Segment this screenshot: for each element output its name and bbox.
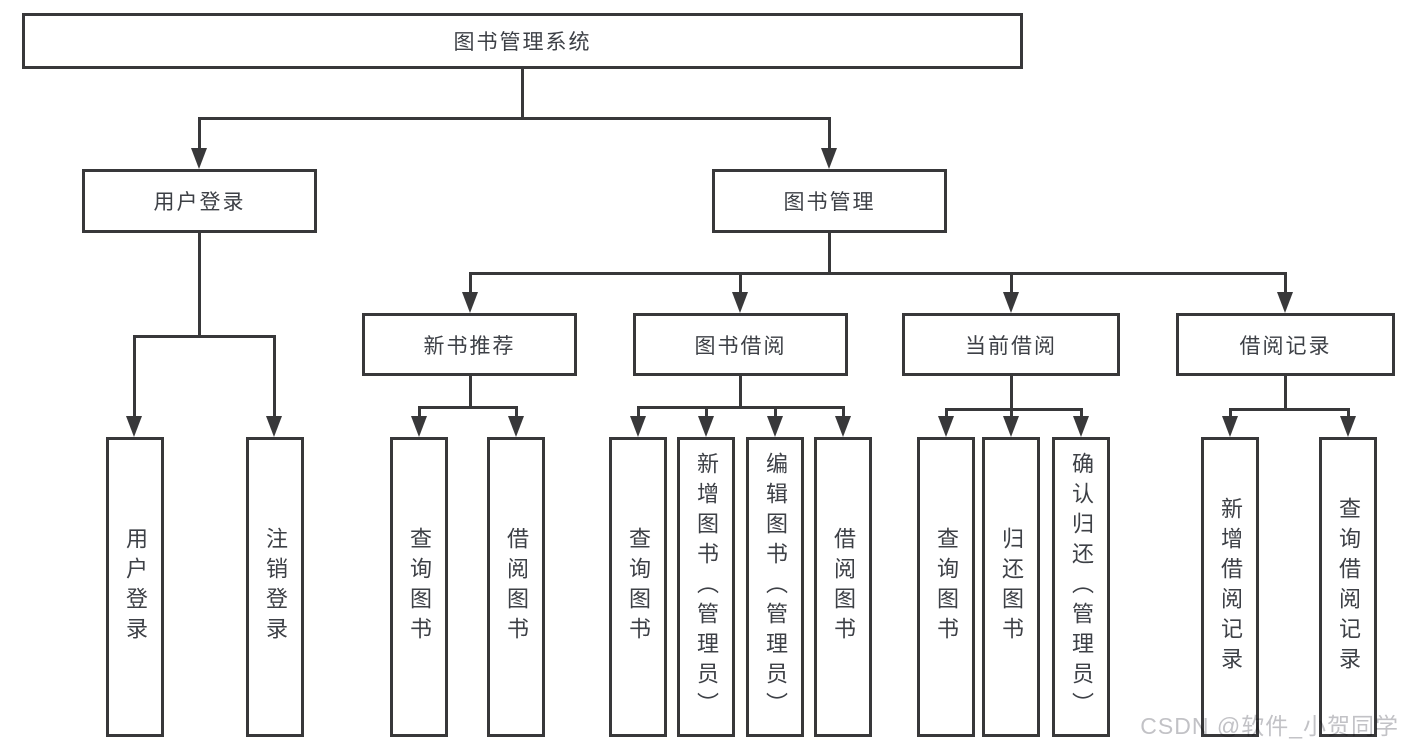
- node-label: 借阅图书: [504, 527, 529, 647]
- node-label: 编辑图书（管理员）: [763, 452, 788, 722]
- node-label: 查询借阅记录: [1336, 497, 1361, 677]
- connector-line: [417, 405, 518, 409]
- node-label: 新书推荐: [423, 334, 516, 358]
- connector-line: [197, 116, 201, 154]
- arrowhead-down-icon: [697, 416, 714, 437]
- arrowhead-down-icon: [1002, 416, 1019, 437]
- connector-line: [468, 271, 472, 298]
- node-leaf-query-borrow-record: 查询借阅记录: [1319, 437, 1377, 737]
- node-label: 确认归还（管理员）: [1069, 452, 1094, 722]
- node-label: 新增图书（管理员）: [694, 452, 719, 722]
- connector-line: [738, 271, 742, 298]
- connector-line: [944, 407, 1083, 411]
- node-label: 注销登录: [263, 527, 288, 647]
- node-leaf-borrow-books-b: 借阅图书: [814, 437, 872, 737]
- node-label: 用户登录: [153, 191, 246, 214]
- arrowhead-down-icon: [766, 416, 783, 437]
- connector-line: [944, 407, 948, 422]
- connector-line: [468, 271, 1287, 275]
- node-label: 图书借阅: [694, 334, 787, 358]
- connector-line: [417, 405, 421, 422]
- connector-line: [514, 405, 518, 422]
- arrowhead-down-icon: [125, 416, 142, 437]
- node-branch-book-management: 图书管理: [712, 169, 947, 233]
- arrowhead-down-icon: [507, 416, 524, 437]
- arrowhead-down-icon: [937, 416, 954, 437]
- node-leaf-borrow-books-a: 借阅图书: [487, 437, 545, 737]
- connector-line: [636, 405, 640, 422]
- node-label: 归还图书: [999, 527, 1024, 647]
- node-label: 借阅记录: [1239, 334, 1332, 358]
- node-label: 图书管理系统: [453, 31, 592, 54]
- node-label: 查询图书: [407, 527, 432, 647]
- node-label: 查询图书: [626, 527, 651, 647]
- connector-line: [773, 405, 777, 422]
- arrowhead-down-icon: [265, 416, 282, 437]
- connector-line: [272, 334, 276, 422]
- node-label: 新增借阅记录: [1218, 497, 1243, 677]
- node-leaf-query-books-a: 查询图书: [390, 437, 448, 737]
- connector-line: [468, 374, 472, 409]
- connector-line: [132, 334, 276, 338]
- arrowhead-down-icon: [461, 292, 478, 313]
- node-group-current-borrowing: 当前借阅: [902, 313, 1120, 376]
- connector-line: [1283, 271, 1287, 298]
- connector-line: [738, 374, 742, 409]
- connector-line: [520, 67, 524, 120]
- node-leaf-logout-login: 注销登录: [246, 437, 304, 737]
- node-label: 借阅图书: [831, 527, 856, 647]
- node-group-new-book-recommend: 新书推荐: [362, 313, 577, 376]
- arrowhead-down-icon: [834, 416, 851, 437]
- node-group-book-borrowing: 图书借阅: [633, 313, 848, 376]
- node-leaf-query-books-b: 查询图书: [609, 437, 667, 737]
- connector-line: [1283, 374, 1287, 411]
- connector-line: [197, 116, 831, 120]
- connector-line: [1009, 374, 1013, 411]
- arrowhead-down-icon: [1002, 292, 1019, 313]
- node-label: 查询图书: [934, 527, 959, 647]
- node-label: 用户登录: [123, 527, 148, 647]
- node-group-borrowing-records: 借阅记录: [1176, 313, 1395, 376]
- arrowhead-down-icon: [190, 148, 207, 169]
- node-leaf-edit-books-admin: 编辑图书（管理员）: [746, 437, 804, 737]
- node-branch-user-login: 用户登录: [82, 169, 317, 233]
- node-label: 图书管理: [783, 191, 876, 214]
- connector-line: [1228, 407, 1350, 411]
- arrowhead-down-icon: [629, 416, 646, 437]
- connector-line: [827, 231, 831, 275]
- arrowhead-down-icon: [731, 292, 748, 313]
- arrowhead-down-icon: [1221, 416, 1238, 437]
- node-leaf-confirm-return-admin: 确认归还（管理员）: [1052, 437, 1110, 737]
- connector-line: [1079, 407, 1083, 422]
- node-leaf-add-borrow-record: 新增借阅记录: [1201, 437, 1259, 737]
- node-leaf-user-login: 用户登录: [106, 437, 164, 737]
- connector-line: [197, 231, 201, 338]
- node-leaf-return-books: 归还图书: [982, 437, 1040, 737]
- connector-line: [636, 405, 845, 409]
- node-system-root: 图书管理系统: [22, 13, 1023, 69]
- node-label: 当前借阅: [965, 334, 1057, 358]
- connector-line: [132, 334, 136, 422]
- connector-line: [704, 405, 708, 422]
- node-leaf-query-books-c: 查询图书: [917, 437, 975, 737]
- arrowhead-down-icon: [1276, 292, 1293, 313]
- connector-line: [1009, 271, 1013, 298]
- connector-line: [1228, 407, 1232, 422]
- arrowhead-down-icon: [1339, 416, 1356, 437]
- connector-line: [841, 405, 845, 422]
- arrowhead-down-icon: [820, 148, 837, 169]
- connector-line: [1346, 407, 1350, 422]
- node-leaf-add-books-admin: 新增图书（管理员）: [677, 437, 735, 737]
- arrowhead-down-icon: [410, 416, 427, 437]
- connector-line: [1009, 407, 1013, 422]
- arrowhead-down-icon: [1072, 416, 1089, 437]
- connector-line: [827, 116, 831, 154]
